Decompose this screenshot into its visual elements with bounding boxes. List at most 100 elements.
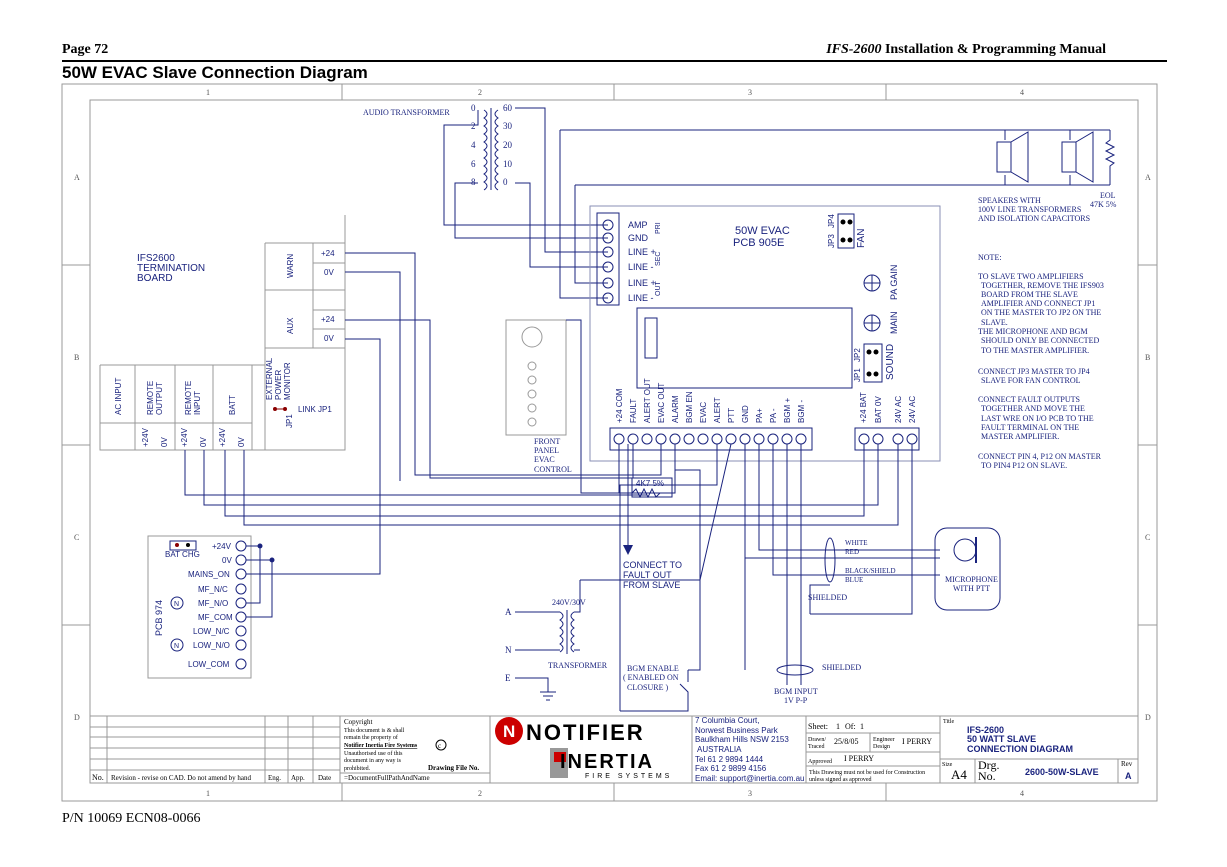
pcb974-wiring xyxy=(246,543,381,618)
mic-shielded: SHIELDED xyxy=(808,593,847,602)
note-line-7: SLAVE. xyxy=(981,318,1008,327)
drawing-title-1: IFS-2600 xyxy=(967,725,1004,735)
section-title: 50W EVAC Slave Connection Diagram xyxy=(62,63,368,82)
part-number: P/N 10069 ECN08-0066 xyxy=(62,811,201,826)
grid-row-c-right: C xyxy=(1145,533,1150,542)
term-line-minus-2: LINE - xyxy=(628,293,654,303)
fault-arrow xyxy=(623,545,633,555)
speakers: EOL 47K 5% SPEAKERS WITH 100V LINE TRANS… xyxy=(978,130,1117,223)
speakers-label-3: AND ISOLATION CAPACITORS xyxy=(978,214,1090,223)
out-label: OUT xyxy=(655,281,662,297)
aux-plus24: +24 xyxy=(321,315,335,324)
termination-title-1: IFS2600 xyxy=(137,253,175,264)
engineer-label: Engineer xyxy=(873,737,895,743)
grid-col-1-bottom: 1 xyxy=(206,789,210,798)
inertia-logo-text: INERTIA xyxy=(560,751,654,773)
rev-hdr-revision: Revision - revise on CAD. Do not amend b… xyxy=(111,774,251,782)
pcb974: BAT CHG PCB 974 +24V 0V MAINS_ON MF_N/C … xyxy=(147,535,252,679)
resistor-box xyxy=(631,477,673,498)
mic-wire-black-shield: BLACK/SHIELD xyxy=(845,567,896,575)
note-line-19: TO PIN4 P12 ON SLAVE. xyxy=(981,461,1067,470)
term-pa-plus: PA+ xyxy=(755,408,764,423)
of-label: Of: xyxy=(845,722,856,731)
note-line-5: AMPLIFIER AND CONNECT JP1 xyxy=(981,299,1095,308)
at-right-tap-2: 30 xyxy=(503,121,513,131)
note-line-15: LAST WRE ON I/O PCB TO THE xyxy=(981,414,1094,423)
note-line-17: MASTER AMPLIFIER. xyxy=(981,432,1059,441)
term-alarm: ALARM xyxy=(671,395,680,423)
mains-n: N xyxy=(505,645,512,655)
warn-0v: 0V xyxy=(324,268,334,277)
rev-hdr-app: App. xyxy=(291,774,305,782)
drawn-date: 25/8/05 xyxy=(834,737,858,746)
grid-row-c: C xyxy=(74,533,79,542)
ext-power-3: MONITOR xyxy=(283,362,292,400)
pri-label: PRI xyxy=(655,222,662,234)
warn-plus24: +24 xyxy=(321,249,335,258)
title-block: No. Revision - revise on CAD. Do not ame… xyxy=(89,715,1139,784)
bgm-input-label: BGM INPUT xyxy=(774,687,818,696)
manual-title: IFS-2600 Installation & Programming Manu… xyxy=(826,42,1106,58)
at-left-tap-2: 2 xyxy=(471,121,476,131)
mic-label-1: MICROPHONE xyxy=(945,575,998,584)
pcb974-term-low-no: LOW_N/O xyxy=(193,641,230,650)
note-line-11: CONNECT JP3 MASTER TO JP4 xyxy=(978,367,1090,376)
batt-plus24: +24V xyxy=(218,427,227,447)
remote-in-plus24: +24V xyxy=(180,427,189,447)
drawn-label: Drawn/ xyxy=(808,737,826,743)
at-left-tap-3: 4 xyxy=(471,140,476,150)
pcb974-term-low-com: LOW_COM xyxy=(188,660,230,669)
term-gnd-bottom: GND xyxy=(741,405,750,423)
col-remote-input-1: REMOTE xyxy=(184,381,193,415)
title-label: Title xyxy=(943,719,954,725)
pcb974-term-mf-com: MF_COM xyxy=(198,613,233,622)
term-24v-ac-1: 24V AC xyxy=(894,396,903,423)
sec-label: SEC xyxy=(655,252,662,266)
manual-doc-name: IFS-2600 xyxy=(826,42,882,57)
note-line-6: ON THE MASTER TO JP2 ON THE xyxy=(981,308,1101,317)
eol-label: EOL xyxy=(1100,191,1116,200)
resistor-symbol xyxy=(631,487,661,499)
bgm-enable-3: CLOSURE ) xyxy=(627,683,668,692)
fan-label: FAN xyxy=(856,229,867,248)
term-line-minus-1: LINE - xyxy=(628,262,654,272)
drawing-frame xyxy=(61,83,1158,802)
grid-col-1: 1 xyxy=(206,88,210,97)
copyright-c: c xyxy=(438,742,441,750)
at-right-tap-5: 0 xyxy=(503,177,508,187)
term-24v-ac-2: 24V AC xyxy=(908,396,917,423)
pcb974-term-low-nc: LOW_N/C xyxy=(193,627,230,636)
address-3: Baulkham Hills NSW 2153 xyxy=(695,735,789,744)
remote-out-0v: 0V xyxy=(160,437,169,447)
low-n-symbol: N xyxy=(174,643,179,650)
drawing-title-3: CONNECTION DIAGRAM xyxy=(967,744,1073,754)
notifier-logo-icon xyxy=(495,717,523,745)
grid-col-4-bottom: 4 xyxy=(1020,789,1024,798)
col-ac-input: AC INPUT xyxy=(114,378,123,415)
rev-value: A xyxy=(1125,771,1132,781)
grid-row-d-right: D xyxy=(1145,713,1151,722)
bgm-enable-switch: BGM ENABLE ( ENABLED ON CLOSURE ) xyxy=(620,493,701,712)
note-line-10: TO THE MASTER AMPLIFIER. xyxy=(981,346,1089,355)
col-batt: BATT xyxy=(228,395,237,415)
mic-wire-white: WHITE xyxy=(845,539,868,547)
notifier-logo-n: N xyxy=(503,722,515,741)
term-24-bat: +24 BAT xyxy=(859,392,868,423)
rev-hdr-eng: Eng. xyxy=(268,774,281,782)
mains-e: E xyxy=(505,673,511,683)
manual-doc-rest: Installation & Programming Manual xyxy=(884,42,1106,57)
aux-label: AUX xyxy=(286,317,295,334)
connect-fault-2: FAULT OUT xyxy=(623,570,672,580)
bgm-enable-1: BGM ENABLE xyxy=(627,664,679,673)
drawing-number: 2600-50W-SLAVE xyxy=(1025,767,1099,777)
inertia-logo-sub: FIRE SYSTEMS xyxy=(585,773,672,780)
grid-row-b-right: B xyxy=(1145,353,1150,362)
copyright-2: This document is & shall xyxy=(344,728,405,734)
design-label: Design xyxy=(873,744,890,750)
grid-col-2-bottom: 2 xyxy=(478,789,482,798)
grid-col-3-bottom: 3 xyxy=(748,789,752,798)
jp1-term-label: JP1 xyxy=(285,414,294,428)
term-evac: EVAC xyxy=(699,402,708,423)
inertia-logo-accent xyxy=(554,752,566,762)
